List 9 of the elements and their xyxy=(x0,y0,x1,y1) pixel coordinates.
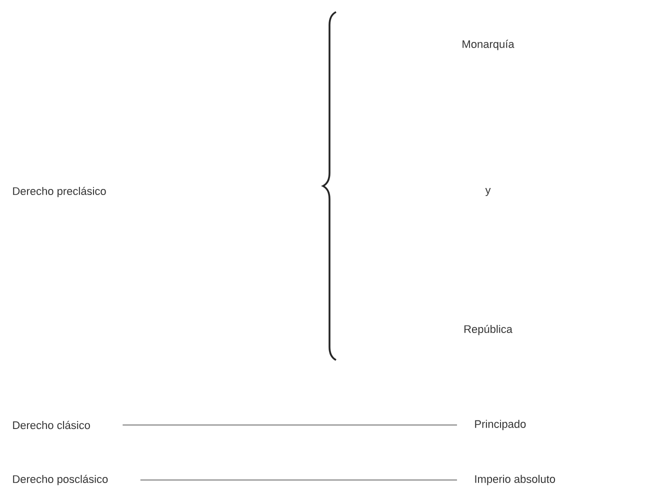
node-label: Derecho clásico xyxy=(13,420,90,430)
node-label: Derecho posclásico xyxy=(13,474,108,486)
node-label: Derecho preclásico xyxy=(13,186,106,198)
node-label: Monarquía xyxy=(462,40,514,50)
node-label: Principado xyxy=(475,420,526,430)
node-label: Imperio absoluto xyxy=(475,474,556,486)
node-label: República xyxy=(464,324,512,336)
connector-line xyxy=(122,424,458,426)
node-label: y xyxy=(485,188,491,196)
